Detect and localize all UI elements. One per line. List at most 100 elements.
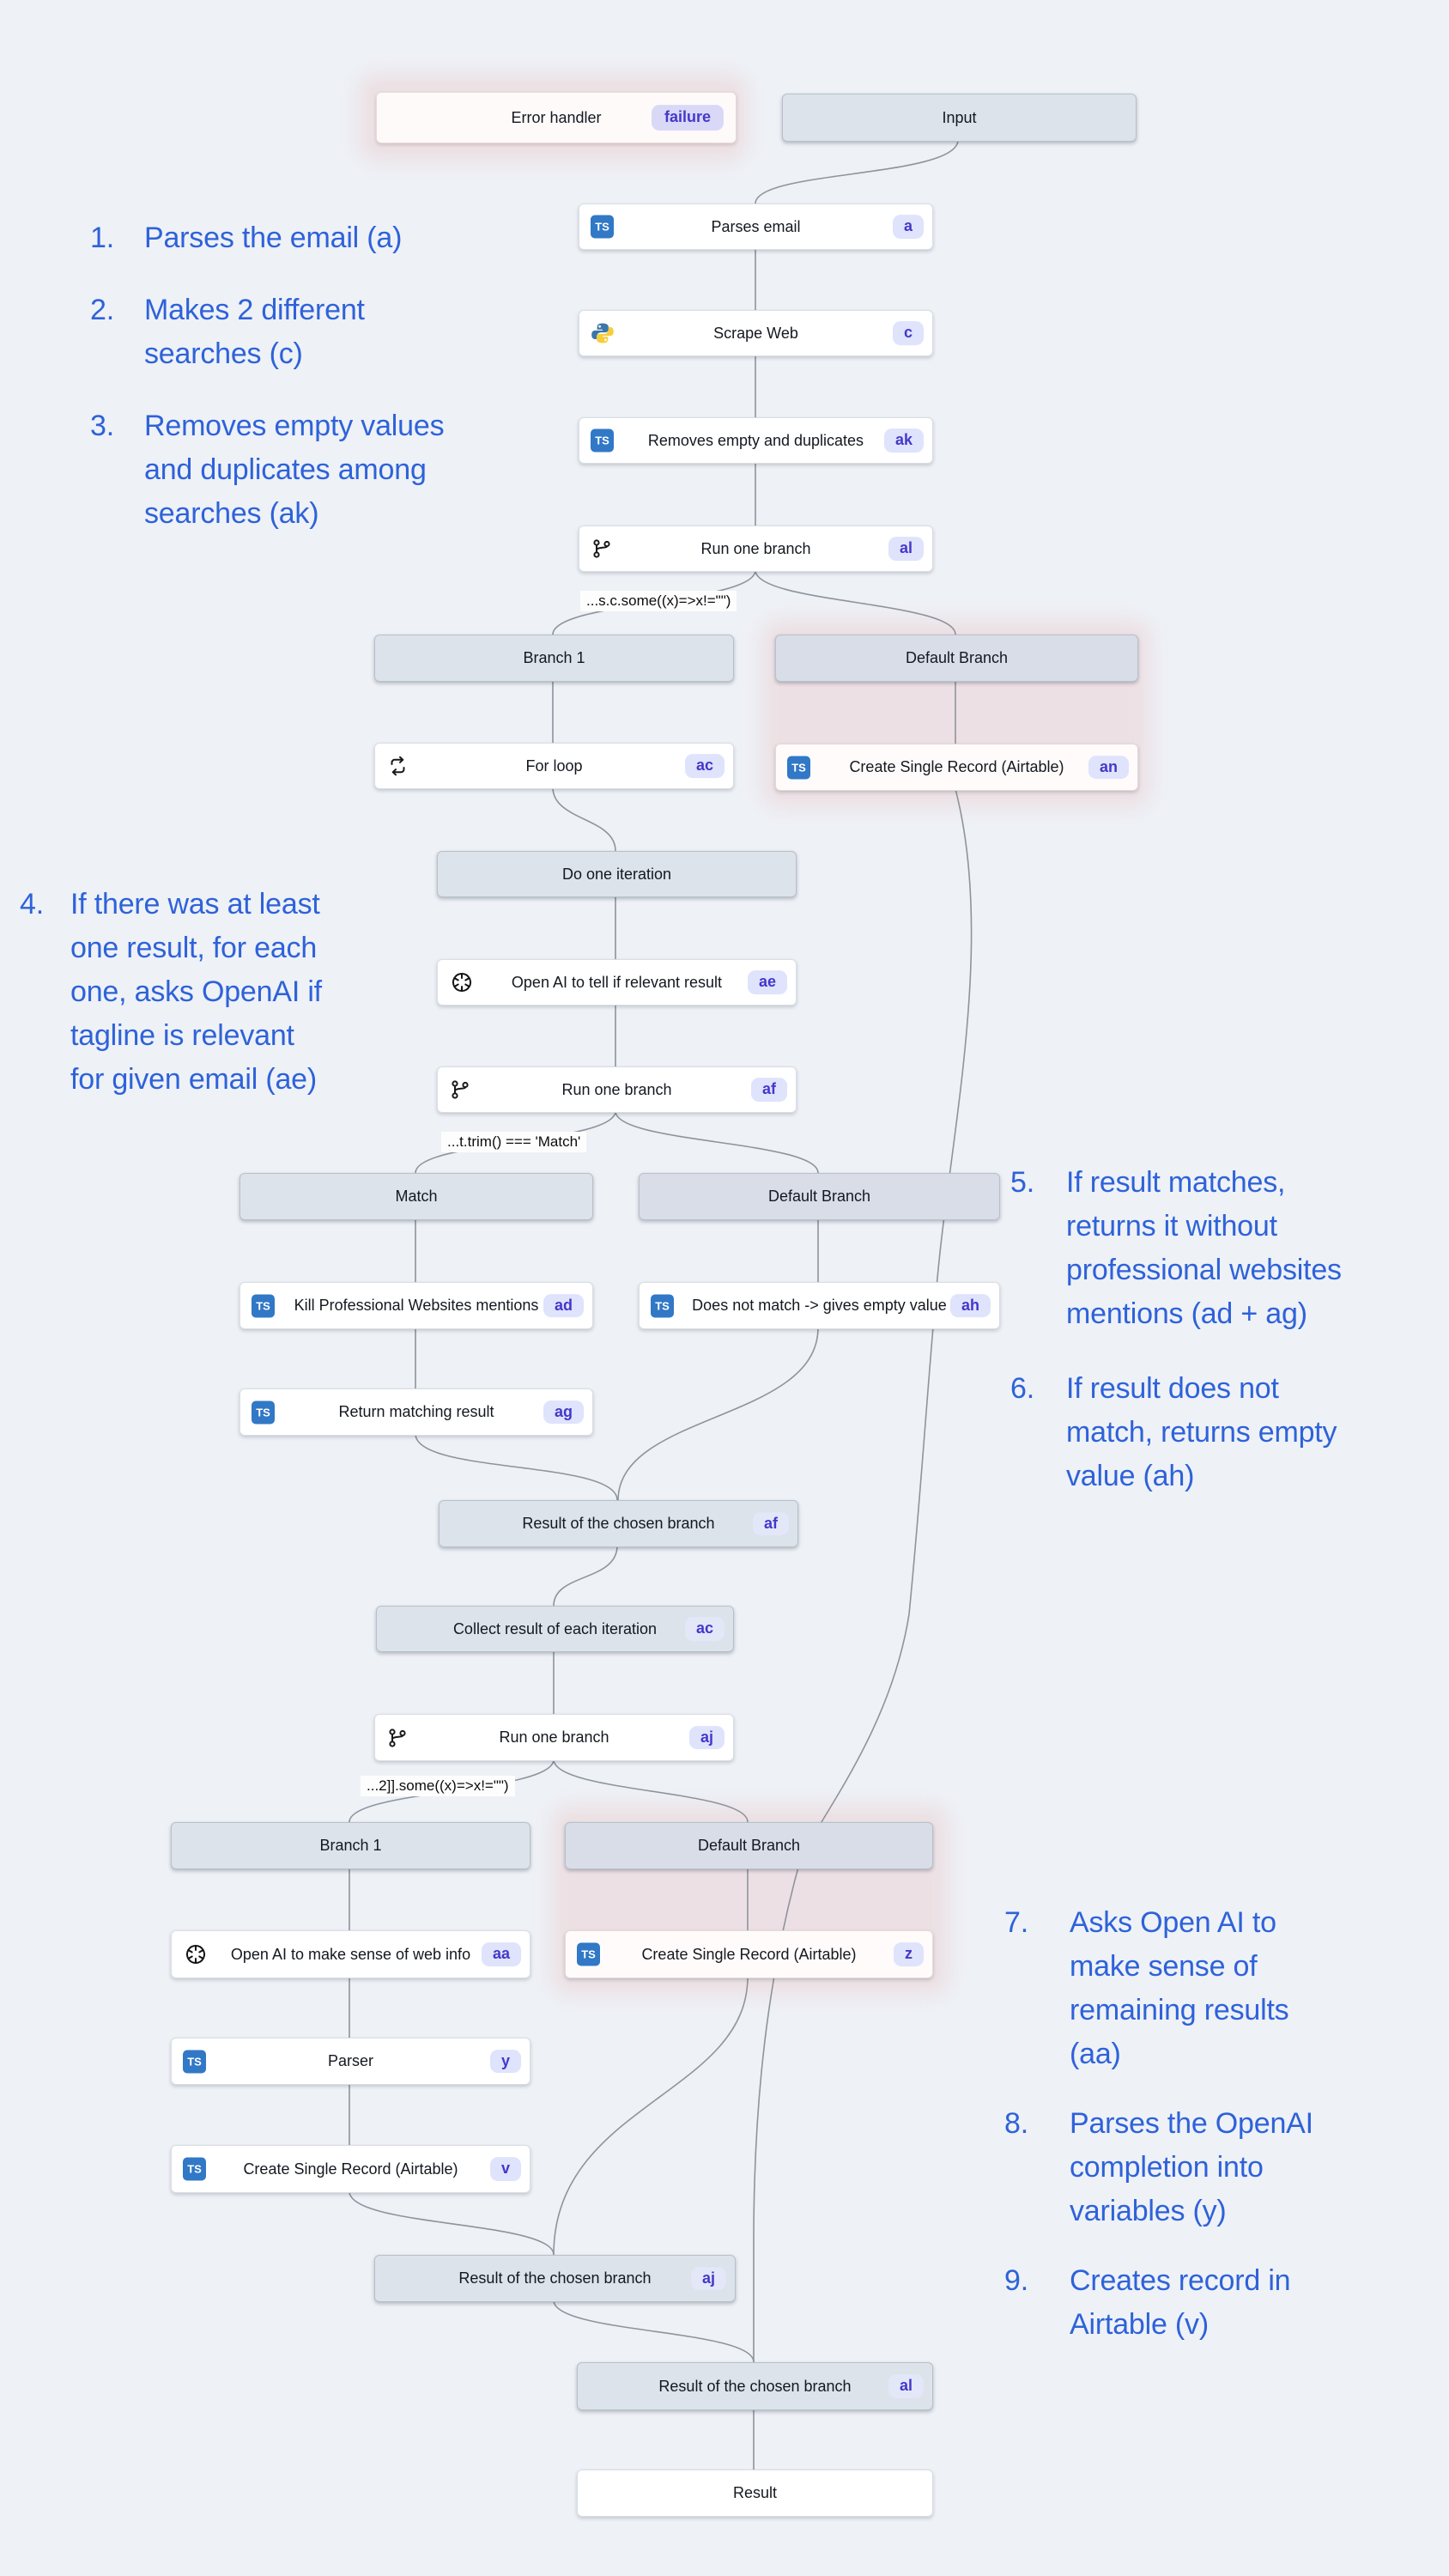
failure-badge: failure — [651, 105, 724, 131]
annotation-number: 2. — [90, 294, 114, 326]
node-badge: aa — [481, 1942, 521, 1966]
node-badge: ae — [747, 970, 787, 994]
node-label: Default Branch — [767, 1188, 871, 1205]
node-collect-result[interactable]: Collect result of each iteration ac — [376, 1606, 734, 1652]
node-result-aj[interactable]: Result of the chosen branch aj — [374, 2255, 736, 2302]
node-create-record-v[interactable]: TS Create Single Record (Airtable) v — [171, 2145, 530, 2193]
node-badge: y — [489, 2049, 521, 2074]
typescript-icon: TS — [651, 1294, 674, 1317]
node-label: Run one branch — [700, 539, 811, 557]
annotation-text: Creates record in Airtable (v) — [1070, 2264, 1291, 2341]
node-badge: ac — [684, 1617, 724, 1641]
node-label: Parser — [327, 2052, 373, 2069]
node-label: Result of the chosen branch — [658, 2377, 852, 2395]
node-badge: al — [888, 537, 924, 561]
node-label: Parses email — [711, 217, 801, 235]
node-label: Input — [942, 108, 977, 126]
node-label: Open AI to make sense of web info — [230, 1945, 471, 1963]
node-removes-empty-duplicates[interactable]: TS Removes empty and duplicates ak — [579, 417, 933, 464]
node-label: Result — [732, 2484, 778, 2501]
node-default-branch-b[interactable]: Default Branch — [639, 1173, 1000, 1220]
annotation-text: Asks Open AI to make sense of remaining … — [1070, 1906, 1289, 2070]
annotation-item: 6. If result does not match, returns emp… — [1010, 1367, 1449, 1498]
node-badge: aj — [688, 1725, 724, 1750]
node-branch-1-b[interactable]: Branch 1 — [171, 1822, 530, 1869]
annotation-number: 4. — [20, 888, 44, 920]
node-scrape-web[interactable]: Scrape Web c — [579, 310, 933, 356]
annotation-text: If there was at least one result, for ea… — [70, 888, 322, 1096]
node-label: Branch 1 — [523, 649, 585, 666]
annotation-item: 8. Parses the OpenAI completion into var… — [1004, 2102, 1449, 2233]
typescript-icon: TS — [252, 1400, 275, 1424]
node-create-record-an[interactable]: TS Create Single Record (Airtable) an — [775, 744, 1138, 791]
node-badge: v — [489, 2157, 521, 2181]
node-label: Scrape Web — [713, 324, 798, 342]
node-label: Create Single Record (Airtable) — [849, 758, 1064, 775]
node-openai-sense[interactable]: Open AI to make sense of web info aa — [171, 1930, 530, 1978]
node-badge: af — [752, 1511, 789, 1536]
node-result[interactable]: Result — [577, 2470, 933, 2517]
typescript-icon: TS — [183, 2157, 206, 2181]
annotation-number: 3. — [90, 410, 114, 442]
node-openai-relevant[interactable]: Open AI to tell if relevant result ae — [437, 959, 797, 1005]
node-match[interactable]: Match — [239, 1173, 593, 1220]
annotation-number: 5. — [1010, 1166, 1034, 1199]
node-label: Run one branch — [499, 1728, 609, 1746]
annotation-text: Removes empty values and duplicates amon… — [144, 410, 445, 530]
typescript-icon: TS — [591, 215, 614, 239]
node-badge: ak — [883, 428, 924, 453]
node-result-al[interactable]: Result of the chosen branch al — [577, 2362, 933, 2410]
node-label: Return matching result — [338, 1403, 494, 1420]
annotation-item: 5. If result matches, returns it without… — [1010, 1161, 1449, 1336]
node-default-branch-a[interactable]: Default Branch — [775, 635, 1138, 682]
typescript-icon: TS — [183, 2050, 206, 2073]
node-badge: ad — [543, 1293, 584, 1318]
node-parses-email[interactable]: TS Parses email a — [579, 204, 933, 250]
node-badge: af — [750, 1078, 787, 1102]
node-result-af[interactable]: Result of the chosen branch af — [439, 1500, 798, 1547]
branch-condition-label: ...2]].some((x)=>x!="") — [361, 1776, 515, 1796]
node-label: Collect result of each iteration — [452, 1619, 658, 1637]
openai-icon — [452, 973, 471, 992]
node-parser[interactable]: TS Parser y — [171, 2038, 530, 2085]
node-label: Error handler — [511, 108, 602, 126]
annotation-item: 4. If there was at least one result, for… — [20, 883, 440, 1102]
node-run-one-branch-aj[interactable]: Run one branch aj — [374, 1714, 734, 1761]
annotation-text: Makes 2 different searches (c) — [144, 294, 365, 370]
node-label: Branch 1 — [319, 1837, 382, 1854]
node-create-record-z[interactable]: TS Create Single Record (Airtable) z — [565, 1930, 933, 1978]
node-run-one-branch-af[interactable]: Run one branch af — [437, 1066, 797, 1113]
node-branch-1-a[interactable]: Branch 1 — [374, 635, 734, 682]
node-badge: a — [892, 215, 924, 239]
node-run-one-branch-al[interactable]: Run one branch al — [579, 526, 933, 572]
node-label: Default Branch — [905, 649, 1009, 666]
node-kill-mentions[interactable]: TS Kill Professional Websites mentions a… — [239, 1282, 593, 1329]
node-label: Default Branch — [697, 1837, 801, 1854]
branch-condition-label: ...t.trim() === 'Match' — [441, 1132, 587, 1152]
annotation-item: 7. Asks Open AI to make sense of remaini… — [1004, 1901, 1449, 2076]
python-icon — [591, 323, 614, 343]
node-badge: ag — [543, 1400, 584, 1425]
typescript-icon: TS — [252, 1294, 275, 1317]
node-does-not-match[interactable]: TS Does not match -> gives empty value a… — [639, 1282, 1000, 1329]
node-default-branch-c[interactable]: Default Branch — [565, 1822, 933, 1869]
annotation-text: Parses the OpenAI completion into variab… — [1070, 2107, 1313, 2227]
node-return-matching[interactable]: TS Return matching result ag — [239, 1388, 593, 1436]
node-do-one-iteration[interactable]: Do one iteration — [437, 851, 797, 897]
annotation-text: Parses the email (a) — [144, 222, 403, 254]
node-label: Kill Professional Websites mentions — [294, 1297, 539, 1314]
node-label: Removes empty and duplicates — [647, 431, 864, 449]
node-badge: al — [888, 2374, 924, 2398]
annotation-number: 6. — [1010, 1372, 1034, 1405]
loop-icon — [391, 756, 405, 776]
node-label: Run one branch — [561, 1080, 672, 1098]
annotation-block-7-9: 7. Asks Open AI to make sense of remaini… — [1004, 1901, 1449, 2375]
node-label: Create Single Record (Airtable) — [243, 2160, 458, 2178]
node-input[interactable]: Input — [782, 94, 1137, 142]
node-for-loop[interactable]: For loop ac — [374, 743, 734, 789]
node-error-handler[interactable]: Error handler failure — [376, 92, 737, 143]
branch-condition-label: ...s.c.some((x)=>x!="") — [580, 591, 737, 611]
annotation-item: 1. Parses the email (a) — [90, 216, 571, 260]
annotation-item: 3. Removes empty values and duplicates a… — [90, 404, 571, 536]
